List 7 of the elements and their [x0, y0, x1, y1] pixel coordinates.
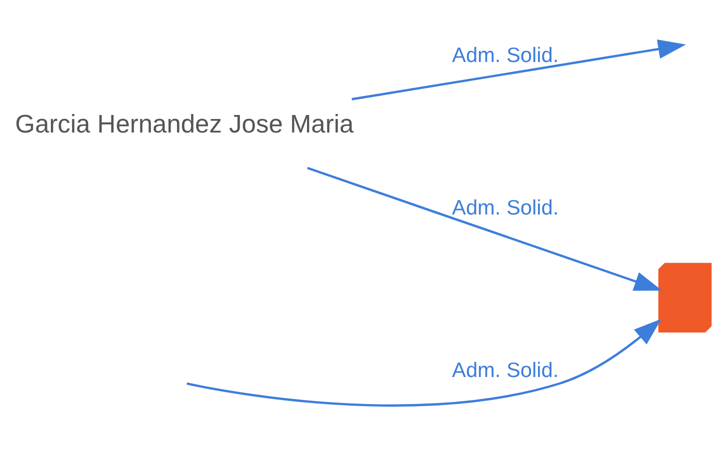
arrow — [352, 38, 686, 100]
arrow — [186, 318, 662, 406]
node-text: Garcia Hernandez Jose Maria — [15, 110, 354, 138]
edge-label: Adm. Solid. — [452, 43, 559, 66]
arrow — [307, 166, 662, 290]
edge-label: Adm. Solid. — [452, 358, 559, 382]
edge-label: Adm. Solid. — [452, 196, 559, 220]
